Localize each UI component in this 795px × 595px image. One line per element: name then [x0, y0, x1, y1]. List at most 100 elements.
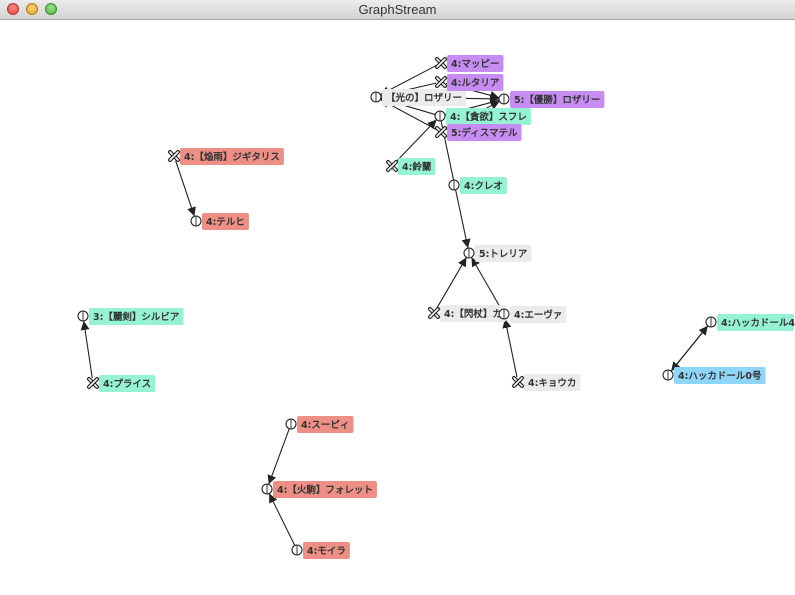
cross-stroke-inner [436, 77, 446, 87]
cross-stroke-inner [513, 377, 523, 387]
cross-stroke-inner [429, 308, 439, 318]
node-label-kaku_forret: 4:【火駒】フォレット [273, 481, 377, 498]
cross-stroke-inner [436, 127, 446, 137]
node-label-teruhi: 4:テルヒ [202, 213, 249, 230]
node-senjo-cross-icon[interactable] [428, 307, 440, 319]
node-donyoku_sufure-circle-icon[interactable] [434, 110, 446, 122]
node-hakka0-circle-icon[interactable] [662, 369, 674, 381]
node-label-text: 4:テルヒ [206, 217, 245, 228]
cross-stroke-inner [88, 378, 98, 388]
edge-shuu_digitalis-to-teruhi [175, 160, 196, 217]
node-label-background [398, 158, 436, 175]
cross-stroke-inner [169, 151, 179, 161]
node-mappy-cross-icon[interactable] [435, 57, 447, 69]
node-label-background [273, 481, 377, 498]
node-label-background [510, 306, 567, 323]
node-lutaria-cross-icon[interactable] [435, 76, 447, 88]
node-label-background [440, 305, 506, 322]
node-label-hakka0: 4:ハッカドール0号 [674, 367, 766, 384]
edge-moira-to-kaku_forret [268, 493, 296, 546]
node-label-text: 4:ハッカドール0号 [678, 371, 762, 382]
node-cleo-circle-icon[interactable] [448, 179, 460, 191]
node-label-background [446, 108, 531, 125]
node-label-text: 4:マッピー [451, 58, 499, 70]
node-label-background [447, 124, 522, 141]
node-label-hakka4: 4:ハッカドール4 [717, 314, 795, 331]
node-yusho_rosary-circle-icon[interactable] [498, 93, 510, 105]
node-label-background [382, 89, 467, 106]
node-reiken_silvia-circle-icon[interactable] [77, 310, 89, 322]
window-title: GraphStream [358, 2, 437, 17]
node-kaku_forret-circle-icon[interactable] [261, 483, 273, 495]
node-price-cross-icon[interactable] [87, 377, 99, 389]
node-label-price: 4:プライス [99, 375, 156, 392]
node-label-background [475, 245, 532, 262]
edge-suupy-to-kaku_forret [267, 428, 290, 485]
edge-kyouka-to-eva [502, 318, 518, 378]
cross-stroke-inner [387, 161, 397, 171]
node-label-text: 5:ディスマテル [451, 127, 518, 139]
node-label-text: 4:プライス [103, 378, 151, 390]
node-label-text: 4:鈴蘭 [402, 161, 432, 173]
node-label-background [717, 314, 794, 331]
node-suzuran-cross-icon[interactable] [386, 160, 398, 172]
node-label-suzuran: 4:鈴蘭 [398, 158, 436, 175]
node-label-background [99, 375, 156, 392]
node-label-text: 【光の】ロザリー [386, 92, 462, 104]
edge-price-to-reiken_silvia [80, 320, 93, 379]
labels-layer: 【光の】ロザリー 4:マッピー 4:ルタリア 5:【優勝】ロザリー 4:【貪欲】スフレ 5… [89, 55, 795, 559]
nodes-layer [77, 57, 717, 556]
minimize-window-button[interactable] [26, 3, 38, 15]
node-eva-circle-icon[interactable] [498, 308, 510, 320]
node-label-background [524, 374, 581, 391]
node-label-text: 5:トレリア [479, 249, 528, 260]
node-label-text: 3:【麗剣】シルビア [93, 311, 180, 323]
node-label-background [303, 542, 350, 559]
node-label-text: 4:【閃杖】カ [444, 308, 502, 320]
node-label-text: 4:ハッカドール4 [721, 318, 795, 329]
node-label-background [89, 308, 184, 325]
node-teruhi-circle-icon[interactable] [190, 215, 202, 227]
node-kyouka-cross-icon[interactable] [512, 376, 524, 388]
edges-layer [80, 64, 709, 546]
node-label-suupy: 4:スーピィ [297, 416, 354, 433]
window-titlebar[interactable]: GraphStream [0, 0, 795, 20]
node-label-senjo: 4:【閃杖】カ [440, 305, 506, 322]
node-shuu_digitalis-cross-icon[interactable] [168, 150, 180, 162]
node-hakka4-circle-icon[interactable] [705, 316, 717, 328]
node-label-mappy: 4:マッピー [447, 55, 504, 72]
node-label-background [460, 177, 507, 194]
node-label-background [202, 213, 249, 230]
node-label-lutaria: 4:ルタリア [447, 74, 504, 91]
node-suupy-circle-icon[interactable] [285, 418, 297, 430]
node-label-background [674, 367, 766, 384]
node-label-text: 4:【貪欲】スフレ [450, 111, 527, 123]
node-label-text: 4:スーピィ [301, 419, 349, 431]
node-label-text: 4:【火駒】フォレット [277, 484, 373, 496]
node-label-donyoku_sufure: 4:【貪欲】スフレ [446, 108, 531, 125]
node-label-text: 4:クレオ [464, 181, 503, 192]
node-label-text: 4:ルタリア [451, 77, 500, 89]
node-label-text: 4:エーヴァ [514, 309, 562, 321]
graph-canvas[interactable]: 【光の】ロザリー 4:マッピー 4:ルタリア 5:【優勝】ロザリー 4:【貪欲】スフレ 5… [0, 20, 795, 595]
node-label-kyouka: 4:キョウカ [524, 374, 581, 391]
node-label-dismatel: 5:ディスマテル [447, 124, 522, 141]
node-label-torelia: 5:トレリア [475, 245, 532, 262]
node-dismatel-cross-icon[interactable] [435, 126, 447, 138]
node-label-text: 4:キョウカ [528, 378, 576, 389]
node-label-background [447, 74, 504, 91]
node-label-yusho_rosary: 5:【優勝】ロザリー [510, 91, 605, 108]
close-window-button[interactable] [7, 3, 19, 15]
cross-stroke-inner [436, 58, 446, 68]
node-torelia-circle-icon[interactable] [463, 247, 475, 259]
node-label-background [297, 416, 354, 433]
node-label-text: 5:【優勝】ロザリー [514, 94, 600, 106]
edge-hakka0-to-hakka4 [670, 325, 709, 372]
node-label-eva: 4:エーヴァ [510, 306, 567, 323]
node-hikari_rosary-circle-icon[interactable] [370, 91, 382, 103]
zoom-window-button[interactable] [45, 3, 57, 15]
edge-suzuran-to-donyoku_sufure [395, 119, 437, 163]
node-label-background [447, 55, 504, 72]
node-moira-circle-icon[interactable] [291, 544, 303, 556]
node-label-cleo: 4:クレオ [460, 177, 507, 194]
